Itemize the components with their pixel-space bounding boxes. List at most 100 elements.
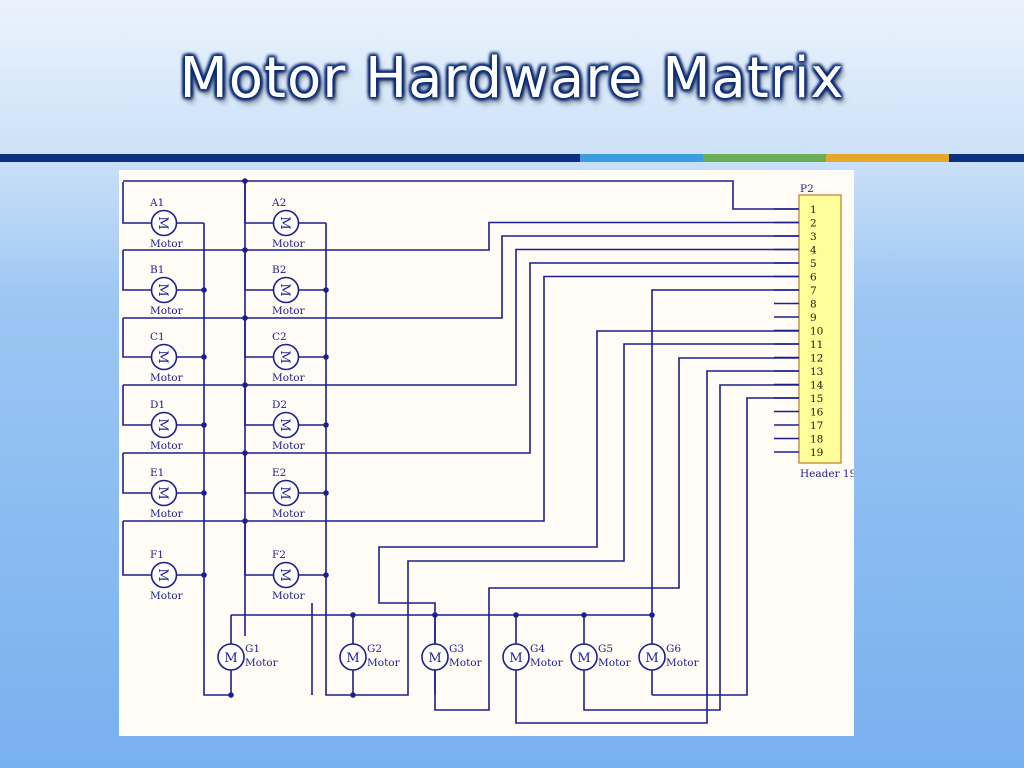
motor-ref-label: B1 (150, 264, 164, 276)
wire-col-pin10 (378, 330, 799, 695)
motor-symbol-letter: M (346, 651, 359, 666)
accent-band-navy-left (0, 154, 580, 162)
motor-type-label: Motor (272, 508, 306, 520)
motor-ref-label: F1 (150, 549, 164, 561)
junction-dot (323, 572, 329, 578)
junctions (201, 178, 655, 698)
motor-symbol-letter: M (155, 283, 170, 296)
motor-symbol-circle (272, 343, 300, 371)
wire-col-pin15 (652, 397, 799, 696)
motor-symbol-circle (150, 209, 178, 237)
header-pin-number: 14 (810, 380, 824, 392)
motor-type-label: Motor (150, 238, 184, 250)
header-pin-number: 5 (810, 258, 817, 270)
header-pin-number: 13 (810, 366, 823, 378)
motor-symbol-letter: M (577, 651, 590, 666)
motor-ref-label: E1 (150, 467, 164, 479)
junction-dot (323, 490, 329, 496)
schematic-diagram: P2 Header 19 MA1MotorMA2MotorMB1MotorMB2… (122, 178, 854, 724)
motor-symbol-circle (570, 643, 598, 671)
header-body (798, 194, 842, 464)
motor-ref-label: G3 (449, 643, 464, 655)
motor-symbol-letter: M (428, 651, 441, 666)
junction-dot (201, 572, 207, 578)
motor-symbol-letter: M (155, 486, 170, 499)
motor-ref-label: G5 (598, 643, 613, 655)
motor-type-label: Motor (150, 440, 184, 452)
junction-dot (350, 692, 356, 698)
junction-dot (649, 612, 655, 618)
motor-ref-label: E2 (272, 467, 286, 479)
motor-type-label: Motor (150, 508, 184, 520)
motor-type-label: Motor (367, 657, 401, 669)
motor-symbol-letter: M (277, 568, 292, 581)
junction-dot (581, 612, 587, 618)
header-pin-number: 12 (810, 353, 823, 365)
motor-symbol-letter: M (155, 418, 170, 431)
header-pin-number: 7 (810, 285, 817, 297)
motor-feed (244, 318, 273, 358)
junction-dot (323, 422, 329, 428)
motor-symbol-circle (638, 643, 666, 671)
motor-type-label: Motor (150, 372, 184, 384)
motor-type-label: Motor (666, 657, 700, 669)
motor-feed (244, 182, 273, 224)
motor-type-label: Motor (272, 590, 306, 602)
motor-type-label: Motor (150, 305, 184, 317)
junction-dot (228, 692, 234, 698)
junction-dot (432, 612, 438, 618)
motor-symbol-letter: M (155, 568, 170, 581)
wire-col-pin12 (434, 357, 799, 711)
motor-ref-label: A1 (149, 197, 164, 209)
motor-symbol-letter: M (224, 651, 237, 666)
wire-top-pin1 (123, 180, 799, 210)
wire-col-pin14 (583, 384, 799, 711)
junction-dot (201, 354, 207, 360)
motor-feed (122, 318, 151, 358)
motor-symbol-letter: M (277, 350, 292, 363)
header-pin-number: 6 (810, 272, 817, 284)
junction-dot (513, 612, 519, 618)
accent-band-blue (580, 154, 703, 162)
junction-dot (242, 315, 248, 321)
motor-feed (122, 182, 151, 224)
accent-band-gold (826, 154, 949, 162)
header-designator: P2 (800, 183, 814, 195)
motor-symbol-letter: M (277, 486, 292, 499)
motor-symbol-circle (272, 209, 300, 237)
junction-dot (323, 287, 329, 293)
motor-symbol-letter: M (277, 418, 292, 431)
motor-ref-label: G1 (245, 643, 260, 655)
wire-row-select (123, 275, 799, 522)
motor-symbol-circle (150, 561, 178, 589)
motor-symbol-circle (217, 643, 245, 671)
motor-feed (122, 385, 151, 426)
motor-feed (244, 250, 273, 291)
junction-dot (350, 612, 356, 618)
motor-symbol-circle (150, 343, 178, 371)
motor-ref-label: G6 (666, 643, 681, 655)
motor-feed (122, 521, 151, 576)
junction-dot (242, 178, 248, 184)
wire-row-select (123, 235, 799, 319)
motor-ref-label: F2 (272, 549, 286, 561)
motor-type-label: Motor (150, 590, 184, 602)
header-pin-number: 2 (810, 218, 817, 230)
motor-feed (244, 521, 273, 576)
motor-type-label: Motor (530, 657, 564, 669)
motor-ref-label: A2 (271, 197, 286, 209)
motor-ref-label: B2 (272, 264, 286, 276)
motor-symbol-circle (502, 643, 530, 671)
motor-type-label: Motor (272, 238, 306, 250)
header-pin-number: 16 (810, 407, 824, 419)
